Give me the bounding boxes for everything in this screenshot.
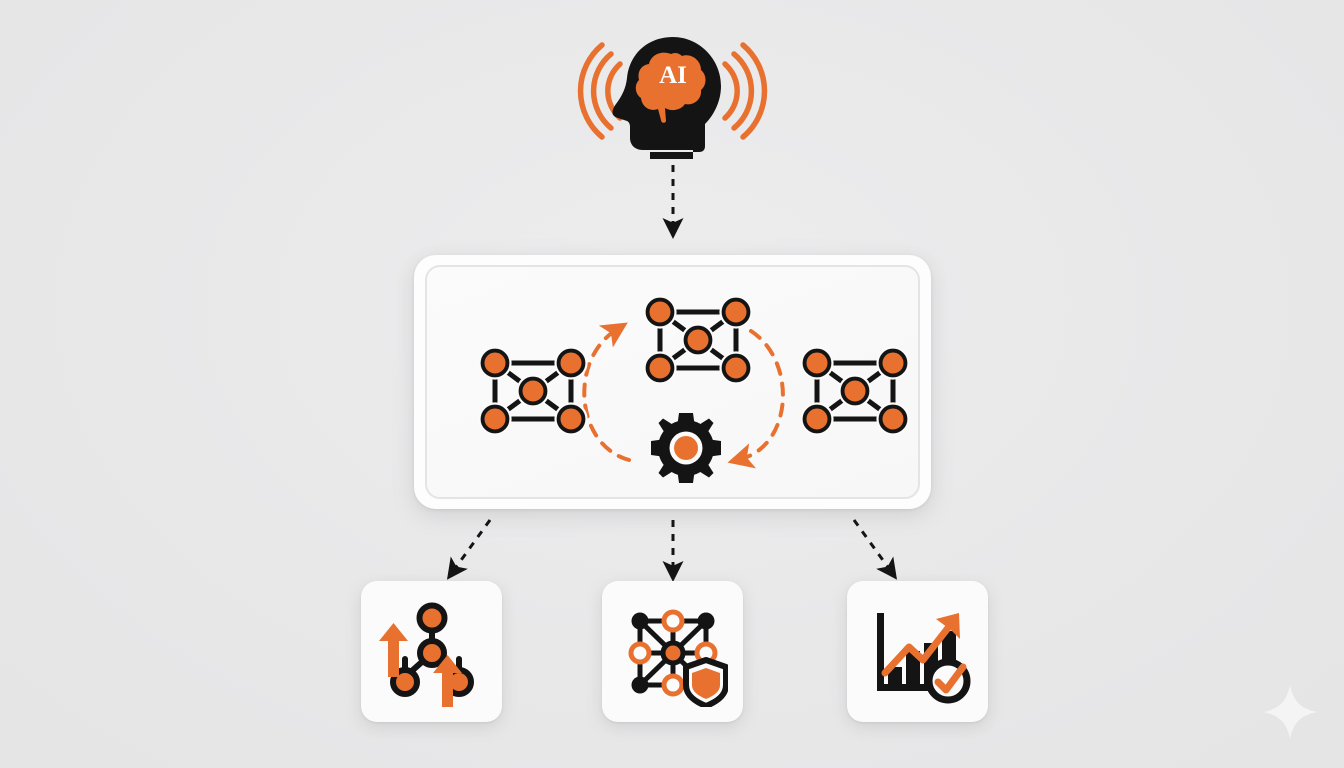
- network-center[interactable]: [640, 294, 756, 386]
- network-nodes: [800, 346, 910, 436]
- signal-waves-right: [722, 42, 768, 140]
- orchestration-panel[interactable]: [414, 255, 931, 509]
- sparkle-icon: [1263, 685, 1317, 739]
- ai-label: AI: [659, 62, 687, 89]
- ai-head-node[interactable]: AI: [575, 28, 770, 163]
- arrow-panel-to-card-3: [852, 519, 898, 580]
- card-security[interactable]: [602, 581, 743, 722]
- network-nodes: [478, 346, 588, 436]
- ai-head-icon: AI: [577, 37, 768, 159]
- chart-axes: [876, 612, 953, 691]
- shield: [682, 656, 728, 707]
- network-left[interactable]: [475, 345, 591, 437]
- arrow-ai-to-panel: [662, 165, 684, 239]
- brain-shape: [635, 52, 706, 123]
- signal-waves-left: [577, 42, 623, 140]
- cycle-arc-right: [727, 329, 785, 469]
- arrow-panel-to-card-2: [662, 520, 684, 582]
- orchestration-panel-inner: [425, 265, 920, 499]
- check-circle: [925, 658, 970, 703]
- feedback-cycle-arrows: [582, 322, 785, 469]
- trend-arrow: [881, 615, 958, 676]
- growth-arrows: [378, 622, 462, 707]
- trend-arrow-head: [935, 612, 960, 639]
- gear[interactable]: [649, 411, 723, 485]
- gear-icon: [651, 413, 721, 483]
- bar-chart-trend-check-icon: [876, 612, 970, 703]
- network-nodes: [643, 295, 753, 385]
- cycle-arc-left: [582, 322, 631, 462]
- network-right[interactable]: [797, 345, 913, 437]
- network-shield-icon: [628, 609, 728, 707]
- ai-label-text: AI: [0, 0, 1, 1]
- tree-nodes: [389, 602, 474, 697]
- node-tree-growth-icon: [378, 602, 474, 707]
- arrow-panel-to-card-1: [446, 519, 492, 580]
- card-analytics[interactable]: [847, 581, 988, 722]
- card-scaling[interactable]: [361, 581, 502, 722]
